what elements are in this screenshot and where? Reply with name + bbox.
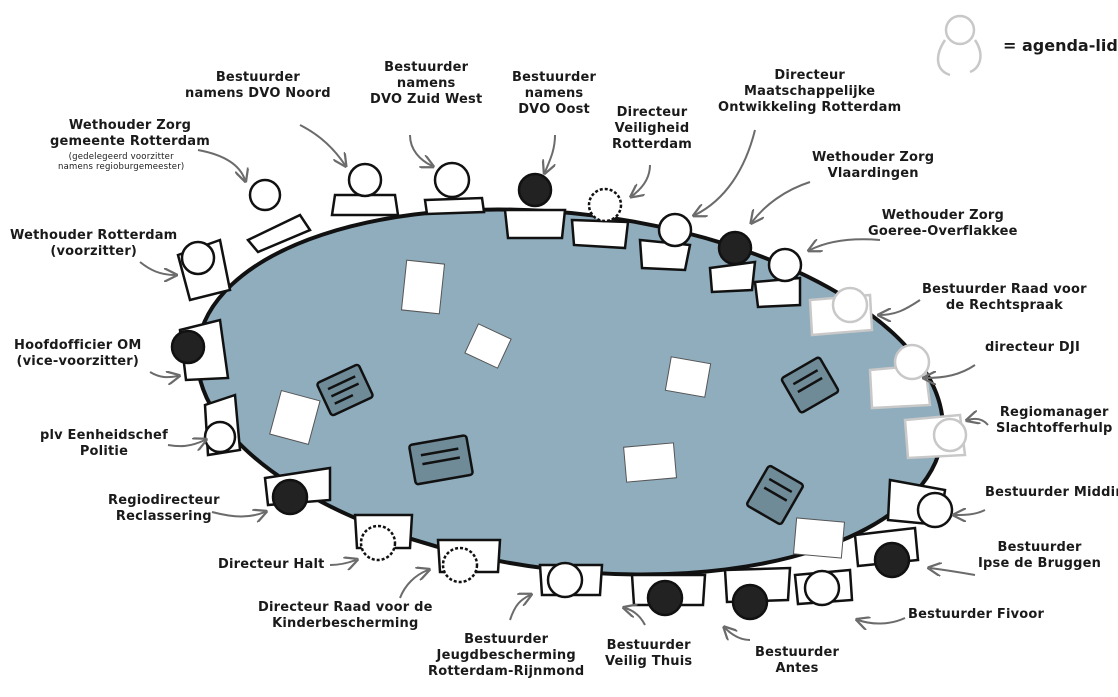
attendee-person — [425, 163, 484, 214]
attendee-person — [205, 395, 240, 455]
label-dvo-oost: Bestuurder namens DVO Oost — [512, 70, 596, 118]
attendee-person — [178, 240, 230, 300]
pointer-arrow — [955, 510, 985, 515]
label-w-rotterdam: Wethouder Rotterdam (voorzitter) — [10, 228, 177, 260]
paper-sheet — [794, 518, 845, 558]
label-om: Hoofdofficier OM (vice-voorzitter) — [14, 338, 142, 370]
attendee-person — [540, 563, 602, 597]
label-ipse: Bestuurder Ipse de Bruggen — [978, 540, 1101, 572]
label-veiligheid: Directeur Veiligheid Rotterdam — [612, 105, 692, 153]
label-fivoor: Bestuurder Fivoor — [908, 607, 1044, 623]
attendee-person — [355, 515, 412, 560]
label-kinderbescherming: Directeur Raad voor de Kinderbescherming — [258, 600, 433, 632]
label-maatschappelijke: Directeur Maatschappelijke Ontwikkeling … — [718, 68, 901, 116]
label-dvo-noord: Bestuurder namens DVO Noord — [185, 70, 331, 102]
attendee-person — [632, 575, 705, 615]
label-veilig-thuis: Bestuurder Veilig Thuis — [605, 638, 692, 670]
pointer-arrow — [150, 372, 178, 377]
paper-sheet — [624, 443, 677, 482]
label-politie: plv Eenheidschef Politie — [40, 428, 168, 460]
pointer-arrow — [510, 595, 530, 620]
pointer-arrow — [212, 512, 265, 517]
pointer-arrow — [930, 568, 975, 575]
laptop — [409, 435, 473, 484]
label-wz-rotterdam-note: (gedelegeerd voorzitter namens regioburg… — [58, 152, 184, 172]
attendee-person — [172, 320, 228, 380]
pointer-arrow — [925, 365, 975, 378]
pointer-arrow — [695, 130, 755, 215]
label-jeugdbescherming: Bestuurder Jeugdbescherming Rotterdam-Ri… — [428, 632, 584, 680]
pointer-arrow — [810, 239, 880, 250]
attendee-person — [332, 164, 398, 215]
label-goeree: Wethouder Zorg Goeree-Overflakkee — [868, 208, 1018, 240]
label-wz-rotterdam: Wethouder Zorg gemeente Rotterdam — [50, 118, 210, 150]
label-vlaardingen: Wethouder Zorg Vlaardingen — [812, 150, 934, 182]
attendee-person — [855, 528, 918, 577]
paper-sheet — [401, 260, 444, 314]
pointer-arrow — [168, 440, 205, 446]
label-antes: Bestuurder Antes — [755, 645, 839, 677]
label-middin: Bestuurder Middin — [985, 485, 1118, 501]
label-dvo-zuidwest: Bestuurder namens DVO Zuid West — [370, 60, 482, 108]
attendee-person — [438, 540, 500, 582]
attendee-person — [725, 568, 790, 619]
pointer-arrow — [968, 419, 988, 425]
legend-label: = agenda-lid — [1003, 36, 1118, 55]
pointer-arrow — [752, 182, 810, 222]
pointer-arrow — [625, 608, 645, 625]
label-reclassering: Regiodirecteur Reclassering — [108, 493, 220, 525]
pointer-arrow — [410, 135, 432, 166]
pointer-arrow — [140, 262, 175, 275]
pointer-arrow — [198, 150, 245, 180]
label-rechtspraak: Bestuurder Raad voor de Rechtspraak — [922, 282, 1087, 314]
pointer-arrow — [300, 125, 345, 165]
pointer-arrow — [330, 560, 356, 565]
pointer-arrow — [400, 570, 428, 598]
agenda-person — [905, 415, 966, 458]
attendee-person — [795, 570, 852, 605]
attendee-person — [505, 174, 565, 238]
attendee-person — [888, 480, 952, 527]
pointer-arrow — [632, 165, 650, 196]
pointer-arrow — [880, 300, 920, 315]
pointer-arrow — [725, 628, 750, 640]
pointer-arrow — [858, 618, 905, 624]
label-slachtofferhulp: Regiomanager Slachtofferhulp — [996, 405, 1113, 437]
label-dji: directeur DJI — [985, 340, 1080, 356]
label-halt: Directeur Halt — [218, 557, 325, 573]
paper-sheet — [665, 357, 710, 397]
pointer-arrow — [545, 135, 555, 172]
person-outline-icon — [938, 16, 980, 75]
